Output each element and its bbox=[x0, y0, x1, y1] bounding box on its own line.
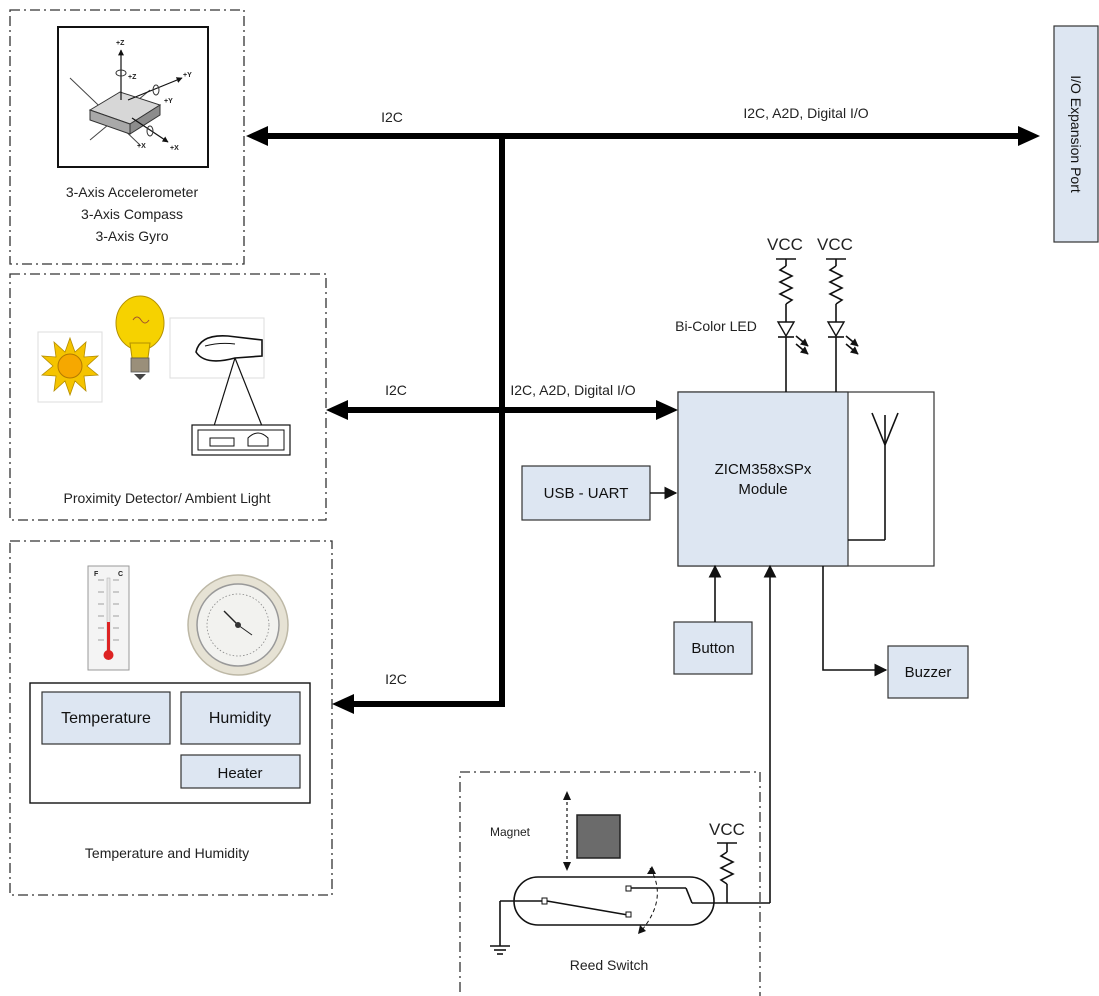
light-bulb-icon bbox=[107, 290, 173, 380]
antenna-icon bbox=[848, 412, 899, 541]
motion-axes-drawing bbox=[69, 49, 183, 146]
top-bus bbox=[246, 126, 1040, 146]
axis-y-pos-label: +Y bbox=[183, 72, 192, 79]
heater-block bbox=[180, 754, 301, 789]
buzzer-label: Buzzer bbox=[905, 664, 952, 681]
led-vcc-right-label: VCC bbox=[817, 235, 853, 254]
thermometer-f-label: F bbox=[94, 571, 99, 578]
reed-switch-caption: Reed Switch bbox=[570, 957, 649, 973]
proximity-group bbox=[9, 273, 327, 521]
reed-vcc-label: VCC bbox=[709, 820, 745, 839]
proximity-caption: Proximity Detector/ Ambient Light bbox=[64, 490, 271, 506]
bottom-bus-label: I2C bbox=[385, 671, 407, 687]
middle-left-bus-label: I2C bbox=[385, 382, 407, 398]
axis-z-rot-label: +Z bbox=[128, 74, 137, 81]
proximity-finger-sensor-icon bbox=[169, 317, 291, 456]
magnet-label: Magnet bbox=[490, 825, 531, 839]
button-block bbox=[673, 621, 753, 675]
motion-sensor-group bbox=[9, 9, 245, 265]
module-label-line-2: Module bbox=[738, 481, 787, 498]
reed-contacts bbox=[500, 866, 770, 934]
sun-icon bbox=[37, 331, 103, 403]
buzzer-block bbox=[887, 645, 969, 699]
led-vcc-left-label: VCC bbox=[767, 235, 803, 254]
top-left-bus-label: I2C bbox=[381, 109, 403, 125]
bottom-bus bbox=[332, 694, 505, 714]
magnet-block bbox=[576, 814, 621, 859]
temp-humidity-group bbox=[9, 540, 333, 896]
motion-caption-line-3: 3-Axis Gyro bbox=[95, 228, 168, 244]
module-label-line-1: ZICM358xSPx bbox=[715, 461, 812, 478]
bi-color-led-circuit bbox=[776, 258, 859, 392]
button-label: Button bbox=[691, 640, 734, 657]
humidity-label: Humidity bbox=[209, 710, 271, 727]
top-right-bus-label: I2C, A2D, Digital I/O bbox=[743, 105, 868, 121]
motion-caption-line-2: 3-Axis Compass bbox=[81, 206, 183, 222]
usb-uart-block bbox=[521, 465, 651, 521]
heater-label: Heater bbox=[217, 765, 262, 782]
io-expansion-port bbox=[1053, 25, 1099, 243]
middle-bus bbox=[326, 400, 678, 420]
barometer-icon bbox=[185, 572, 292, 679]
axis-x-rot-label: +X bbox=[137, 143, 146, 150]
humidity-block bbox=[180, 691, 301, 745]
axis-x-pos-label: +X bbox=[170, 145, 179, 152]
motion-caption-line-1: 3-Axis Accelerometer bbox=[66, 184, 199, 200]
axis-y-rot-label: +Y bbox=[164, 98, 173, 105]
thermometer-c-label: C bbox=[118, 571, 123, 578]
bi-color-led-label: Bi-Color LED bbox=[675, 318, 757, 334]
module-block bbox=[677, 391, 849, 567]
temperature-label: Temperature bbox=[61, 710, 151, 727]
buzzer-arrow bbox=[822, 566, 888, 677]
thermometer-icon bbox=[82, 561, 150, 677]
usb-uart-label: USB - UART bbox=[544, 485, 629, 502]
io-expansion-port-label: I/O Expansion Port bbox=[1068, 75, 1084, 193]
reed-switch-group bbox=[459, 771, 761, 996]
reed-pullup-resistor bbox=[717, 842, 737, 903]
temperature-block bbox=[41, 691, 171, 745]
ground-icon bbox=[490, 901, 510, 955]
temp-humidity-caption: Temperature and Humidity bbox=[85, 845, 249, 861]
middle-right-bus-label: I2C, A2D, Digital I/O bbox=[510, 382, 635, 398]
axis-z-pos-label: +Z bbox=[116, 40, 125, 47]
